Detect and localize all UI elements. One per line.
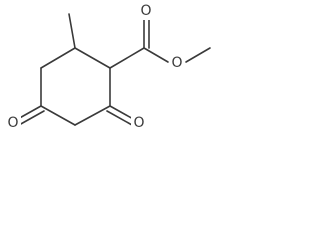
label-bg-ketone-right (131, 114, 147, 132)
bond-ketone-right-double-a (109, 105, 136, 121)
atom-o-ester-ether: O (171, 55, 182, 71)
atom-o-ester-carbonyl: O (140, 3, 151, 19)
atom-o-ketone-left: O (7, 115, 18, 131)
bond-c-ketone-left-to-ch2-bottom (40, 105, 76, 126)
bond-c-ester-to-o-ether (143, 47, 169, 63)
bond-methyl-c (68, 13, 76, 49)
bond-ketone-right-double-b (106, 110, 133, 126)
label-bg-ketone-left (5, 114, 21, 132)
label-bg-ester-ether (169, 54, 185, 72)
ketone-bonds (15, 105, 136, 126)
ring-bonds (40, 13, 111, 126)
bond-ketone-left-double-b (18, 110, 45, 126)
bond-c-methyl-to-c-ester (74, 47, 111, 69)
atom-labels: O O O O (5, 2, 185, 132)
chemical-structure-diagram: O O O O (5, 2, 211, 132)
bond-ch2-bottom-to-c-ketone-right (74, 105, 111, 126)
label-bg-ester-carbonyl (138, 2, 154, 20)
bond-c-methyl-to-ch2-top (40, 47, 76, 69)
ester-bonds (109, 15, 211, 69)
bond-c-ring-to-c-ester (109, 47, 145, 69)
atom-o-ketone-right: O (133, 115, 144, 131)
bond-o-ether-to-methyl (185, 47, 211, 63)
